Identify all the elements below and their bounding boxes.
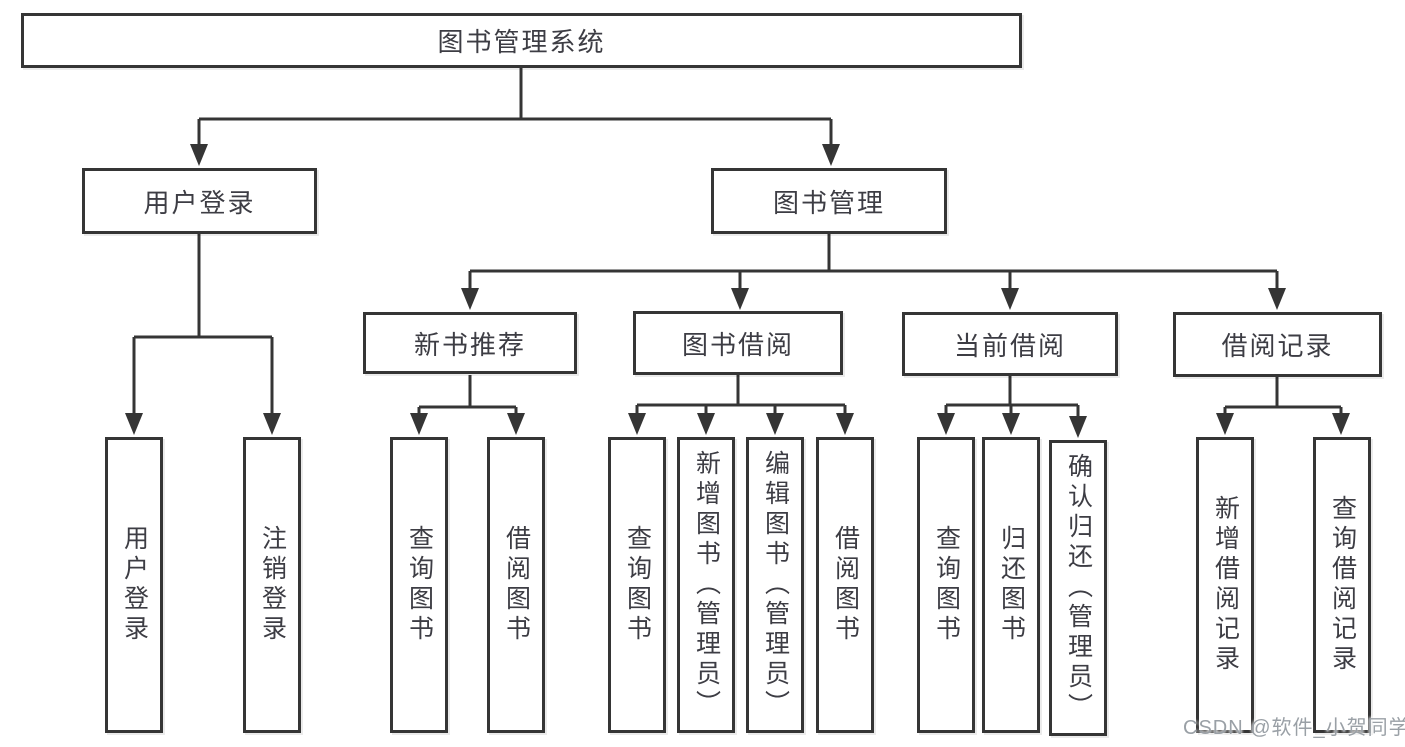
leaf-add-books-admin: 新增图书（管理员） (677, 437, 735, 733)
node-borrowing-records: 借阅记录 (1173, 312, 1382, 377)
node-book-management: 图书管理 (711, 168, 947, 234)
leaf-query-books-borrowing: 查询图书 (608, 437, 666, 733)
leaf-edit-books-admin: 编辑图书（管理员） (746, 437, 804, 733)
leaf-return-books: 归还图书 (982, 437, 1040, 733)
leaf-logout: 注销登录 (243, 437, 301, 733)
leaf-query-borrow-record: 查询借阅记录 (1313, 437, 1371, 733)
arrowheads (125, 144, 1350, 438)
leaf-user-login: 用户登录 (105, 437, 163, 733)
node-book-borrowing: 图书借阅 (633, 311, 843, 375)
node-user-login: 用户登录 (82, 168, 317, 234)
leaf-query-books-recommend: 查询图书 (390, 437, 448, 733)
leaf-query-books-current: 查询图书 (917, 437, 975, 733)
node-current-borrowing: 当前借阅 (902, 312, 1118, 376)
csdn-watermark: CSDN @软件_小贺同学 (1183, 717, 1405, 739)
node-new-book-recommend: 新书推荐 (363, 312, 577, 374)
leaf-confirm-return-admin: 确认归还（管理员） (1049, 440, 1107, 736)
leaf-borrow-books-borrowing: 借阅图书 (816, 437, 874, 733)
leaf-borrow-books-recommend: 借阅图书 (487, 437, 545, 733)
leaf-add-borrow-record: 新增借阅记录 (1196, 437, 1254, 733)
node-system-root: 图书管理系统 (21, 13, 1022, 68)
